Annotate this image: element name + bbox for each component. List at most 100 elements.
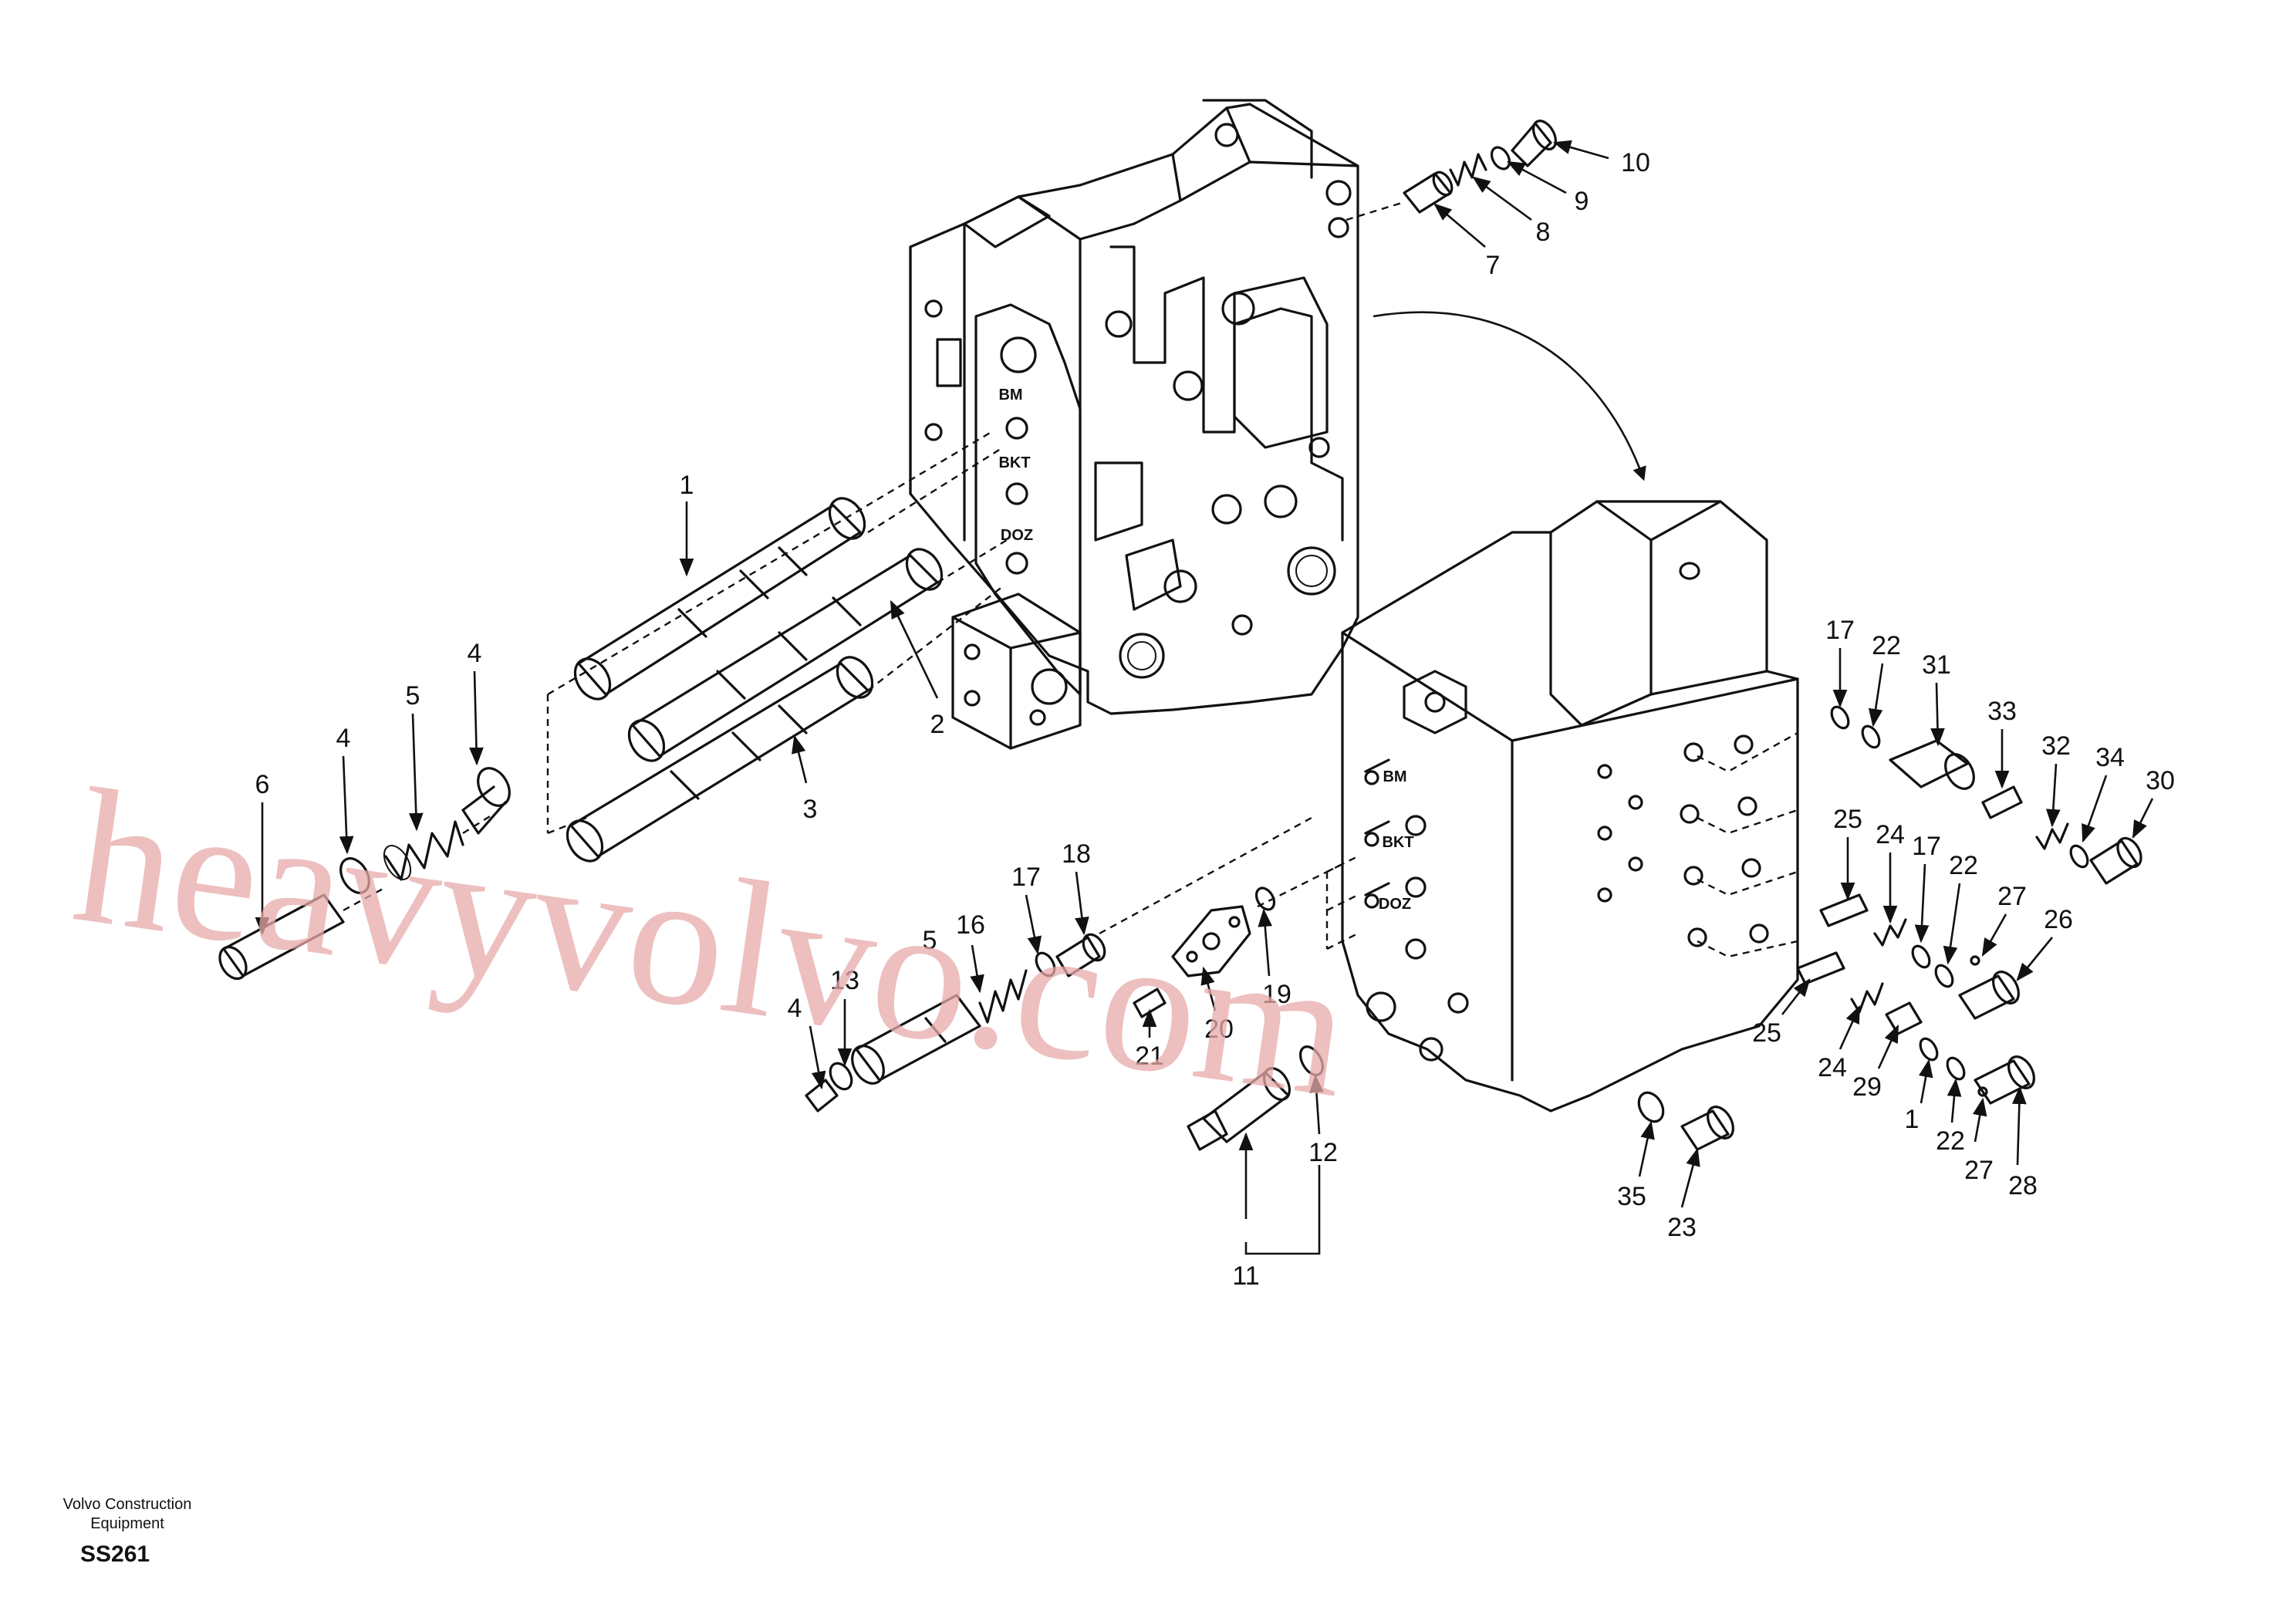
cap-4 bbox=[461, 767, 511, 835]
spool-2 bbox=[627, 548, 944, 762]
callout-13: 13 bbox=[830, 966, 859, 995]
spool-hidden-lines bbox=[546, 430, 1008, 835]
callout-22-b: 22 bbox=[1949, 851, 1978, 880]
screw-21 bbox=[1133, 988, 1167, 1018]
ring-4 bbox=[339, 857, 370, 894]
callout-18: 18 bbox=[1062, 839, 1091, 869]
sleeve-29 bbox=[1885, 1001, 1923, 1035]
footer-company: Volvo Construction Equipment bbox=[31, 1495, 224, 1534]
piston-7 bbox=[1403, 171, 1454, 214]
callout-32: 32 bbox=[2041, 731, 2071, 761]
sleeve-15 bbox=[851, 994, 981, 1085]
callout-labels: 1 2 3 4 4 5 6 7 8 9 10 11 12 13 4 5 16 1… bbox=[255, 148, 2175, 1291]
ring-22-mid bbox=[1934, 964, 1954, 988]
front-port-label-bkt: BKT bbox=[1382, 834, 1413, 851]
callout-33: 33 bbox=[1987, 697, 2017, 726]
ball-27-upper bbox=[1970, 955, 1980, 966]
watermark: heavyvolvo.com bbox=[63, 748, 1361, 1138]
callout-24-a: 24 bbox=[1876, 820, 1905, 849]
port-label-bm: BM bbox=[998, 387, 1022, 403]
callout-17-a: 17 bbox=[1011, 863, 1041, 892]
footer-company-line2: Equipment bbox=[90, 1515, 164, 1532]
leader-lines bbox=[255, 140, 2154, 1255]
plug-23 bbox=[1680, 1106, 1734, 1151]
callout-6: 6 bbox=[255, 770, 270, 799]
plug-10 bbox=[1511, 120, 1558, 167]
callout-10: 10 bbox=[1621, 148, 1650, 177]
callout-26: 26 bbox=[2044, 905, 2073, 934]
spring-8 bbox=[1449, 153, 1487, 187]
callout-25-b: 25 bbox=[1752, 1018, 1781, 1048]
spring-32 bbox=[2035, 822, 2069, 850]
ring-22-top bbox=[1861, 724, 1881, 749]
valve-11 bbox=[1187, 1067, 1291, 1151]
callout-2: 2 bbox=[930, 710, 945, 739]
callout-16: 16 bbox=[956, 910, 985, 940]
callout-31: 31 bbox=[1922, 650, 1951, 680]
plate-20 bbox=[1171, 905, 1251, 977]
ring-22-lower bbox=[1946, 1056, 1966, 1081]
callout-17-c: 17 bbox=[1912, 832, 1941, 861]
rear-valve-housing bbox=[909, 99, 1359, 750]
callout-14: 4 bbox=[788, 994, 802, 1023]
callout-4-b: 4 bbox=[336, 724, 351, 753]
callout-17-b: 17 bbox=[1825, 616, 1855, 645]
oring-9 bbox=[1490, 146, 1511, 171]
callout-19: 19 bbox=[1262, 980, 1292, 1009]
pin-25-lower bbox=[1796, 951, 1845, 985]
ring-1-lower bbox=[1919, 1037, 1939, 1062]
callout-27-b: 27 bbox=[1964, 1156, 1994, 1185]
callout-21: 21 bbox=[1135, 1042, 1164, 1071]
callout-4-a: 4 bbox=[468, 639, 482, 668]
callout-12: 12 bbox=[1308, 1138, 1338, 1167]
footer-company-line1: Volvo Construction bbox=[62, 1496, 192, 1513]
plug-28 bbox=[1974, 1055, 2035, 1105]
callout-23: 23 bbox=[1667, 1213, 1697, 1242]
callout-1: 1 bbox=[680, 471, 694, 500]
spring-24-lower bbox=[1850, 982, 1884, 1014]
spring-5 bbox=[383, 820, 464, 881]
ring-13 bbox=[829, 1062, 853, 1091]
callout-3: 3 bbox=[803, 795, 818, 824]
plug-26 bbox=[1958, 971, 2020, 1020]
callout-1-b: 1 bbox=[1905, 1105, 1920, 1134]
oring-12 bbox=[1298, 1045, 1325, 1076]
callout-28: 28 bbox=[2008, 1171, 2038, 1200]
callout-27-a: 27 bbox=[1997, 882, 2027, 911]
ring-17-top bbox=[1830, 705, 1850, 730]
callout-29: 29 bbox=[1852, 1072, 1882, 1102]
plug-30 bbox=[2089, 836, 2142, 885]
rear-port-labels: BM BKT DOZ bbox=[998, 387, 1033, 544]
callout-30: 30 bbox=[2146, 766, 2175, 795]
port-label-doz: DOZ bbox=[1001, 527, 1033, 544]
front-valve-housing bbox=[1325, 500, 1799, 1112]
cap-18 bbox=[1055, 933, 1106, 977]
callout-8: 8 bbox=[1536, 218, 1551, 247]
ring-35 bbox=[1637, 1091, 1665, 1123]
callout-9: 9 bbox=[1575, 187, 1589, 216]
spring-16 bbox=[978, 969, 1028, 1024]
callout-7: 7 bbox=[1486, 251, 1501, 280]
callout-25-a: 25 bbox=[1833, 805, 1862, 834]
callout-24-b: 24 bbox=[1818, 1053, 1847, 1082]
front-port-labels: BM BKT DOZ bbox=[1379, 768, 1414, 913]
front-port-label-doz: DOZ bbox=[1379, 896, 1411, 913]
front-port-label-bm: BM bbox=[1383, 768, 1406, 785]
ball-27-lower bbox=[1977, 1086, 1988, 1097]
ring-17-mid bbox=[1911, 944, 1931, 969]
assembly-curve-arrow bbox=[1373, 311, 1646, 481]
callout-5: 5 bbox=[406, 681, 420, 711]
callout-22-c: 22 bbox=[1936, 1126, 1965, 1156]
callout-34: 34 bbox=[2095, 743, 2125, 772]
ring-34 bbox=[2069, 844, 2089, 869]
callout-11: 11 bbox=[1232, 1261, 1259, 1291]
plug-6 bbox=[218, 893, 345, 981]
footer-code: SS261 bbox=[80, 1541, 150, 1567]
callout-22-a: 22 bbox=[1872, 631, 1901, 660]
valve-31 bbox=[1889, 739, 1975, 790]
callout-35: 35 bbox=[1617, 1182, 1646, 1211]
port-label-bkt: BKT bbox=[998, 454, 1030, 471]
callout-20: 20 bbox=[1204, 1015, 1234, 1044]
callout-15: 5 bbox=[923, 926, 937, 955]
